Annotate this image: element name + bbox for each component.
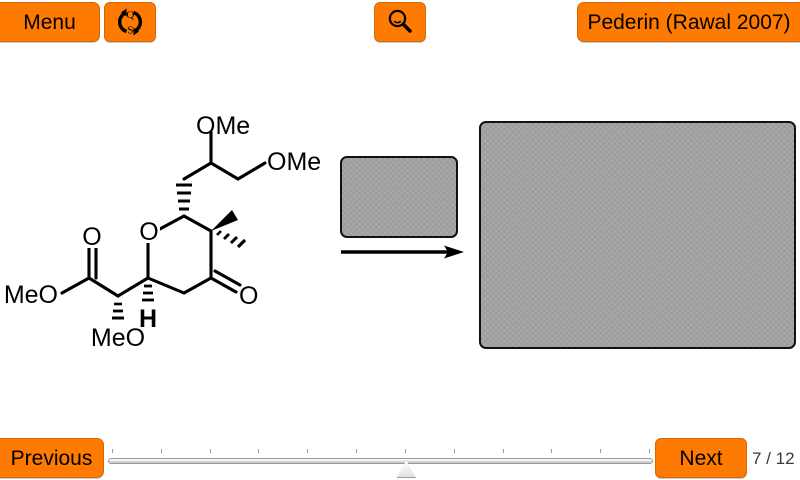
page-slider-tick: [112, 449, 113, 453]
page-slider-tick: [649, 449, 650, 453]
label-ring-oxygen: O: [139, 218, 158, 246]
magnifier-icon: [388, 9, 412, 33]
menu-button-label: Menu: [23, 10, 76, 34]
page-slider-tick: [502, 449, 504, 453]
previous-button-label: Previous: [10, 446, 93, 470]
hidden-reagents-placeholder[interactable]: [340, 156, 458, 238]
next-button-label: Next: [679, 446, 723, 470]
lesson-title-button[interactable]: Pederin (Rawal 2007): [577, 2, 800, 42]
page-slider-tick: [551, 449, 553, 453]
hash-ring-hydrogen: [142, 284, 154, 302]
svg-text:S: S: [127, 24, 133, 36]
page-slider-track[interactable]: [108, 458, 653, 464]
label-ketone-oxygen: O: [239, 282, 258, 310]
page-slider-tick: [600, 449, 602, 453]
hash-alpha-methoxy: [112, 302, 124, 320]
page-slider[interactable]: [108, 444, 653, 478]
slide-content: O OMe OMe O O MeO MeO H: [0, 46, 800, 434]
wedge-methyl-up: [211, 210, 238, 231]
hash-methyl-down: [216, 230, 247, 249]
label-ester-carbonyl-oxygen: O: [82, 223, 101, 251]
hidden-product-placeholder[interactable]: [479, 121, 796, 349]
page-slider-tick: [404, 449, 406, 453]
page-slider-tick: [307, 449, 309, 453]
lesson-title-label: Pederin (Rawal 2007): [587, 10, 791, 34]
previous-button[interactable]: Previous: [0, 438, 104, 478]
hash-sidechain-up: [176, 183, 192, 211]
label-upper-ome: OMe: [196, 112, 250, 140]
label-ring-hydrogen: H: [139, 305, 157, 333]
svg-text:Q: Q: [126, 9, 134, 21]
reaction-arrow: [341, 245, 464, 259]
label-side-ome: OMe: [267, 148, 321, 176]
question-solution-toggle-button[interactable]: Q S: [104, 2, 156, 42]
starting-material-structure: O OMe OMe O O MeO MeO H: [4, 112, 321, 352]
page-slider-tick: [209, 449, 211, 453]
next-button[interactable]: Next: [655, 438, 747, 478]
menu-button[interactable]: Menu: [0, 2, 100, 42]
page-slider-tick: [160, 449, 162, 453]
label-alpha-meo: MeO: [91, 324, 145, 352]
label-ester-meo: MeO: [4, 281, 58, 309]
question-solution-cycle-icon: Q S: [117, 8, 143, 36]
page-counter: 7 / 12: [752, 449, 795, 468]
search-button[interactable]: [374, 2, 426, 42]
page-slider-tick: [453, 449, 455, 453]
page-slider-tick: [258, 449, 260, 453]
page-slider-tick: [356, 449, 358, 453]
